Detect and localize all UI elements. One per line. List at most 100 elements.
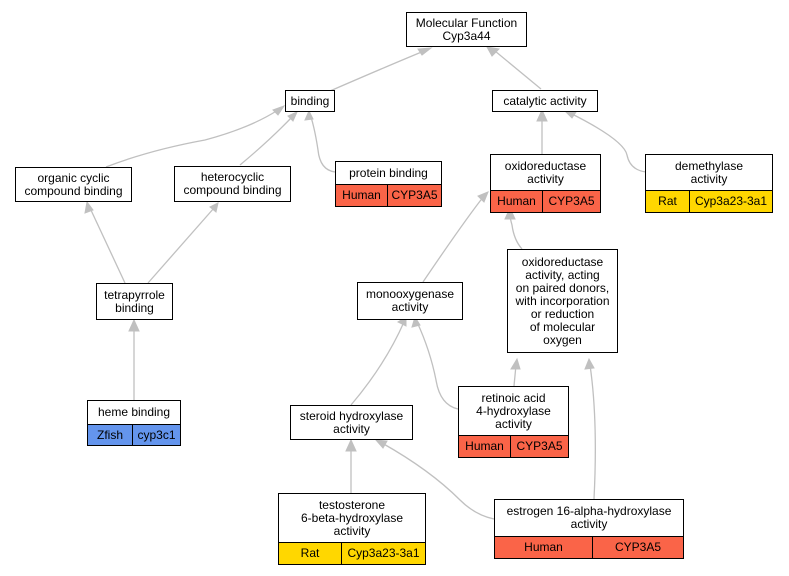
- node-label-line: organic cyclic: [37, 170, 110, 185]
- oxidoreductase-activity-node[interactable]: oxidoreductase activity: [490, 154, 601, 191]
- edge-heterocyclic-to-binding: [239, 116, 293, 166]
- node-label-line: monooxygenase: [365, 287, 455, 301]
- edge-protein-binding-to-binding: [310, 116, 336, 173]
- gene-cell: Cyp3a23-3a1: [689, 191, 772, 212]
- arrowhead-binding-left: [272, 105, 286, 116]
- gene-cell: CYP3A5: [387, 185, 441, 206]
- node-label-line: activity: [391, 300, 429, 314]
- edge-tetrapyrrole-to-heterocyclic: [147, 207, 215, 284]
- node-label-line: activity: [690, 171, 728, 186]
- node-label-line: activity: [495, 416, 532, 431]
- node-label-line: estrogen 16-alpha-hydroxylase: [506, 504, 672, 518]
- node-label-line: tetrapyrrole: [104, 287, 165, 302]
- node-label-line: steroid hydroxylase: [299, 408, 404, 423]
- gene-cell: CYP3A5: [592, 537, 683, 558]
- node-label-line: catalytic activity: [503, 93, 587, 108]
- gene-cell: cyp3c1: [132, 425, 180, 445]
- arrowhead-steroid-right: [374, 439, 388, 449]
- arrowhead-binding-middle: [287, 111, 298, 122]
- testosterone-ortholog-row: Rat Cyp3a23-3a1: [278, 542, 426, 565]
- arrowhead-catalytic-right: [563, 110, 577, 119]
- node-label-line: activity, acting: [525, 267, 600, 282]
- oxidoreductase-paired-donors-node[interactable]: oxidoreductase activity, acting on paire…: [507, 249, 618, 353]
- edge-binding-to-molecular-function: [329, 50, 425, 92]
- species-cell: Rat: [658, 194, 677, 208]
- gene-cell: CYP3A5: [510, 436, 568, 457]
- node-label-line: retinoic acid: [481, 390, 546, 405]
- node-label-line: activity: [527, 171, 564, 186]
- node-label-line: or reduction: [530, 306, 595, 321]
- tetrapyrrole-binding-node[interactable]: tetrapyrrole binding: [96, 283, 173, 320]
- edge-demethylase-to-catalytic: [569, 112, 647, 173]
- gene-cell: Cyp3a23-3a1: [341, 543, 425, 564]
- species-cell: Zfish: [96, 427, 123, 442]
- node-label-line: binding: [290, 93, 330, 108]
- node-label-line: testosterone: [318, 497, 386, 512]
- node-label-line: Cyp3a44: [442, 28, 491, 43]
- node-label-line: of molecular: [529, 319, 596, 334]
- node-label-line: on paired donors,: [515, 280, 610, 295]
- arrowhead-paired-right: [584, 357, 595, 370]
- arrowhead-organic-cyclic: [84, 200, 94, 214]
- node-label-line: activity: [570, 517, 608, 531]
- node-label-line: binding: [115, 300, 154, 315]
- edge-monooxygenase-to-oxidoreductase: [422, 195, 485, 283]
- testosterone-6-beta-hydroxylase-node[interactable]: testosterone 6-beta-hydroxylase activity: [278, 493, 426, 543]
- node-label-line: compound binding: [24, 183, 123, 198]
- edge-paired-to-oxidoreductase: [509, 214, 523, 250]
- edge-estrogen-to-steroid: [381, 442, 495, 520]
- edge-tetrapyrrole-to-organic-cyclic: [89, 207, 126, 284]
- node-label-line: demethylase: [674, 158, 744, 173]
- arrowhead-steroid-left: [345, 438, 357, 452]
- arrowhead-molecular-function-right: [486, 46, 501, 57]
- protein-binding-ortholog-row: Human CYP3A5: [335, 184, 442, 207]
- heterocyclic-compound-binding-node[interactable]: heterocyclic compound binding: [174, 166, 291, 202]
- node-label-line: protein binding: [349, 165, 428, 180]
- retinoic-acid-4-hydroxylase-node[interactable]: retinoic acid 4-hydroxylase activity: [458, 386, 569, 436]
- protein-binding-node[interactable]: protein binding: [335, 161, 442, 185]
- node-label-line: heterocyclic: [200, 170, 265, 184]
- species-cell: Human: [497, 194, 536, 208]
- arrowhead-molecular-function-left: [417, 47, 433, 56]
- edge-catalytic-to-molecular-function: [494, 50, 542, 90]
- estrogen-ortholog-row: Human CYP3A5: [494, 536, 684, 559]
- arrowhead-oxidoreductase-right: [504, 206, 516, 220]
- gene-cell: CYP3A5: [542, 191, 600, 212]
- species-cell: Human: [342, 188, 381, 202]
- retinoic-acid-ortholog-row: Human CYP3A5: [458, 435, 569, 458]
- arrowhead-paired-left: [510, 357, 521, 370]
- catalytic-activity-node[interactable]: catalytic activity: [492, 90, 598, 112]
- species-cell: Human: [524, 540, 563, 554]
- heme-binding-node[interactable]: heme binding: [87, 400, 181, 425]
- node-label-line: oxygen: [543, 332, 582, 347]
- organic-cyclic-compound-binding-node[interactable]: organic cyclic compound binding: [15, 167, 132, 202]
- binding-node[interactable]: binding: [285, 90, 335, 112]
- monooxygenase-activity-node[interactable]: monooxygenase activity: [357, 282, 463, 320]
- node-label-line: with incorporation: [515, 293, 610, 308]
- arrowhead-heterocyclic: [209, 202, 219, 213]
- species-cell: Human: [465, 439, 504, 453]
- oxidoreductase-ortholog-row: Human CYP3A5: [490, 190, 601, 213]
- heme-binding-ortholog-row: Zfish cyp3c1: [87, 424, 181, 446]
- node-label-line: compound binding: [183, 183, 282, 197]
- edge-steroid-to-monooxygenase: [350, 321, 405, 406]
- node-label-line: activity: [333, 421, 370, 436]
- molecular-function-node[interactable]: Molecular Function Cyp3a44: [406, 12, 527, 47]
- demethylase-ortholog-row: Rat Cyp3a23-3a1: [645, 190, 773, 213]
- node-label-line: activity: [333, 523, 371, 538]
- node-label-line: oxidoreductase: [521, 254, 604, 269]
- arrowhead-catalytic-middle: [536, 108, 548, 122]
- arrowhead-binding-right: [304, 109, 314, 121]
- edge-retinoic-to-monooxygenase: [416, 321, 459, 410]
- node-label-line: heme binding: [97, 405, 171, 419]
- arrowhead-oxidoreductase-left: [477, 191, 489, 203]
- node-label-line: Molecular Function: [415, 15, 518, 30]
- node-label-line: 6-beta-hydroxylase: [300, 510, 404, 525]
- steroid-hydroxylase-activity-node[interactable]: steroid hydroxylase activity: [290, 405, 413, 440]
- node-label-line: 4-hydroxylase: [476, 403, 551, 418]
- arrowhead-tetrapyrrole: [128, 318, 140, 332]
- demethylase-activity-node[interactable]: demethylase activity: [645, 154, 773, 191]
- estrogen-16-alpha-hydroxylase-node[interactable]: estrogen 16-alpha-hydroxylase activity: [494, 499, 684, 537]
- node-label-line: oxidoreductase: [504, 158, 587, 173]
